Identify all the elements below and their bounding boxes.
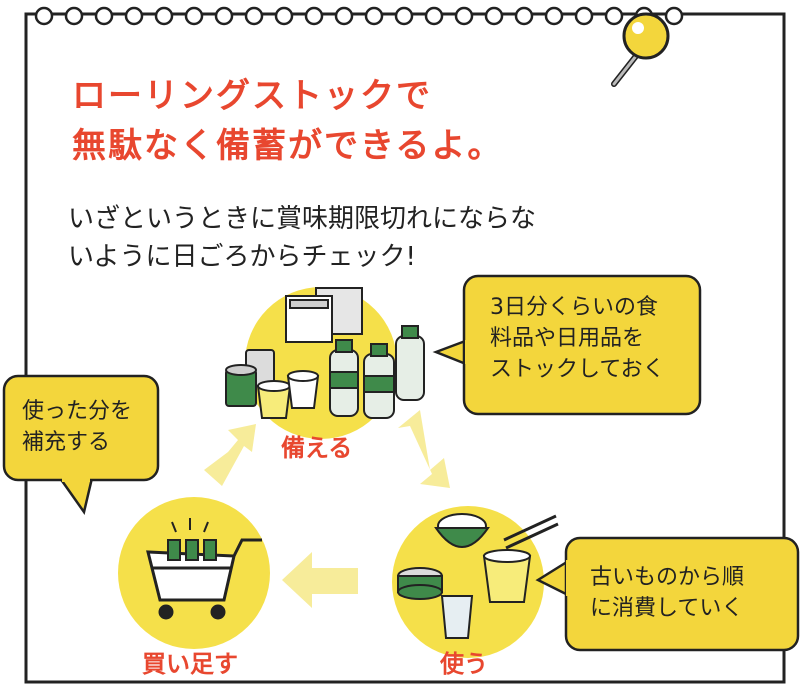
arrow-prepare-to-use: [398, 410, 450, 488]
bubble-stock-line-1: 3日分くらいの食: [490, 295, 658, 320]
spiral-rings: [34, 6, 684, 26]
water-glass-icon: [440, 595, 474, 639]
bubble-consume-text: 古いものから順 に消費していく: [590, 562, 744, 624]
bubble-stock-text: 3日分くらいの食 料品や日用品を ストックしておく: [490, 292, 665, 385]
bubble-refill: [2, 374, 160, 515]
arrow-buy-to-prepare: [204, 424, 256, 486]
step-label-prepare: 備える: [281, 434, 353, 462]
bubble-consume-line-2: に消費していく: [590, 596, 744, 621]
cycle-arrows: [204, 410, 450, 608]
rice-bowl-icon: [434, 513, 490, 548]
step-label-buy: 買い足す: [142, 650, 238, 678]
arrow-use-to-buy: [282, 552, 358, 608]
cup-noodle-icon: [256, 370, 320, 419]
open-can-icon: [397, 567, 443, 600]
title-line-2: 無駄なく備蓄ができるよ。: [72, 126, 504, 166]
magnifier-icon: [611, 12, 670, 87]
bubble-consume-line-1: 古いものから順: [590, 565, 745, 590]
bubble-stock-line-2: 料品や日用品を: [490, 326, 645, 351]
bubble-refill-text: 使った分を 補充する: [22, 396, 132, 458]
water-bottle-icon: [329, 325, 425, 419]
food-pack-icon: [285, 287, 363, 343]
bubble-refill-line-1: 使った分を: [22, 399, 133, 424]
step-circle-use: [392, 506, 544, 658]
step-label-use: 使う: [440, 650, 488, 678]
bubble-stock: [432, 274, 702, 416]
noodle-cup-icon: [482, 514, 559, 603]
bubble-consume: [535, 536, 800, 652]
canned-food-icon: [225, 349, 275, 407]
description-line-2: いように日ごろからチェック!: [68, 242, 416, 272]
bubble-refill-line-2: 補充する: [22, 430, 111, 455]
shopping-cart-icon: [146, 518, 262, 620]
title-line-1: ローリングストックで: [72, 76, 432, 116]
description-line-1: いざというときに賞味期限切れにならな: [68, 204, 537, 234]
bubble-stock-line-3: ストックしておく: [490, 357, 665, 382]
